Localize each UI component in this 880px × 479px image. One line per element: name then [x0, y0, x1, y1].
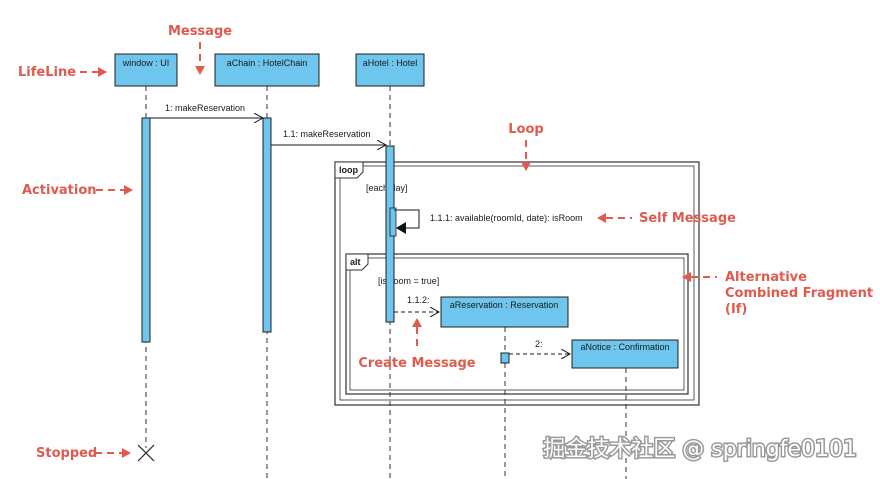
participant-hotel: aHotel : Hotel — [355, 53, 425, 87]
alt-guard: [isRoom = true] — [378, 276, 439, 286]
activation-window — [141, 117, 151, 343]
message-make-reservation-nested: 1.1: makeReservation — [271, 129, 386, 145]
annotation-create-message-label: Create Message — [358, 356, 475, 371]
annotation-stopped-label: Stopped — [36, 446, 97, 461]
annotation-alt-line2: Combined Fragment — [725, 286, 873, 301]
annotation-loop-label: Loop — [508, 122, 543, 137]
participant-reservation-label: aReservation : Reservation — [450, 300, 559, 310]
loop-tag: loop — [339, 165, 358, 175]
participant-reservation: aReservation : Reservation — [440, 296, 569, 328]
activation-chain — [262, 117, 272, 333]
message-notice: 2: — [509, 339, 570, 354]
participant-notice-label: aNotice : Confirmation — [580, 342, 669, 352]
participant-window: window : UI — [114, 53, 178, 87]
participant-notice: aNotice : Confirmation — [571, 339, 679, 369]
message-11-label: 1.1: makeReservation — [283, 129, 371, 139]
watermark: 掘金技术社区 @ springfe0101 — [543, 437, 857, 462]
annotation-self-message-label: Self Message — [639, 211, 736, 226]
annotation-alt-line3: (If) — [725, 302, 747, 317]
annotation-self-message: Self Message — [597, 211, 736, 226]
annotation-alt-line1: Alternative — [725, 270, 807, 285]
annotation-message: Message — [168, 24, 232, 75]
alt-frame: alt [isRoom = true] — [345, 253, 689, 395]
annotation-lifeline: LifeLine — [18, 65, 107, 80]
activation-hotel-self — [389, 207, 397, 237]
participant-chain-label: aChain : HotelChain — [227, 58, 308, 68]
message-1-label: 1: makeReservation — [165, 103, 245, 113]
participant-window-label: window : UI — [122, 58, 170, 68]
message-make-reservation: 1: makeReservation — [150, 103, 263, 118]
alt-tag: alt — [350, 257, 361, 267]
message-2-label: 2: — [535, 339, 543, 349]
annotation-message-label: Message — [168, 24, 232, 39]
annotation-lifeline-label: LifeLine — [18, 65, 76, 80]
message-111-label: 1.1.1: available(roomId, date): isRoom — [430, 213, 583, 223]
annotation-loop: Loop — [508, 122, 544, 171]
annotation-activation: Activation — [22, 183, 133, 198]
annotation-stopped: Stopped — [36, 446, 131, 461]
participant-chain: aChain : HotelChain — [214, 53, 320, 87]
create-message: 1.1.2: — [394, 295, 439, 312]
self-message: 1.1.1: available(roomId, date): isRoom — [394, 209, 583, 234]
activation-reservation — [500, 352, 510, 364]
stop-marker — [137, 444, 155, 462]
annotation-activation-label: Activation — [22, 183, 97, 198]
annotation-alt: Alternative Combined Fragment (If) — [682, 270, 873, 317]
annotation-create-message: Create Message — [358, 318, 476, 371]
participant-hotel-label: aHotel : Hotel — [363, 58, 418, 68]
message-112-label: 1.1.2: — [407, 295, 430, 305]
